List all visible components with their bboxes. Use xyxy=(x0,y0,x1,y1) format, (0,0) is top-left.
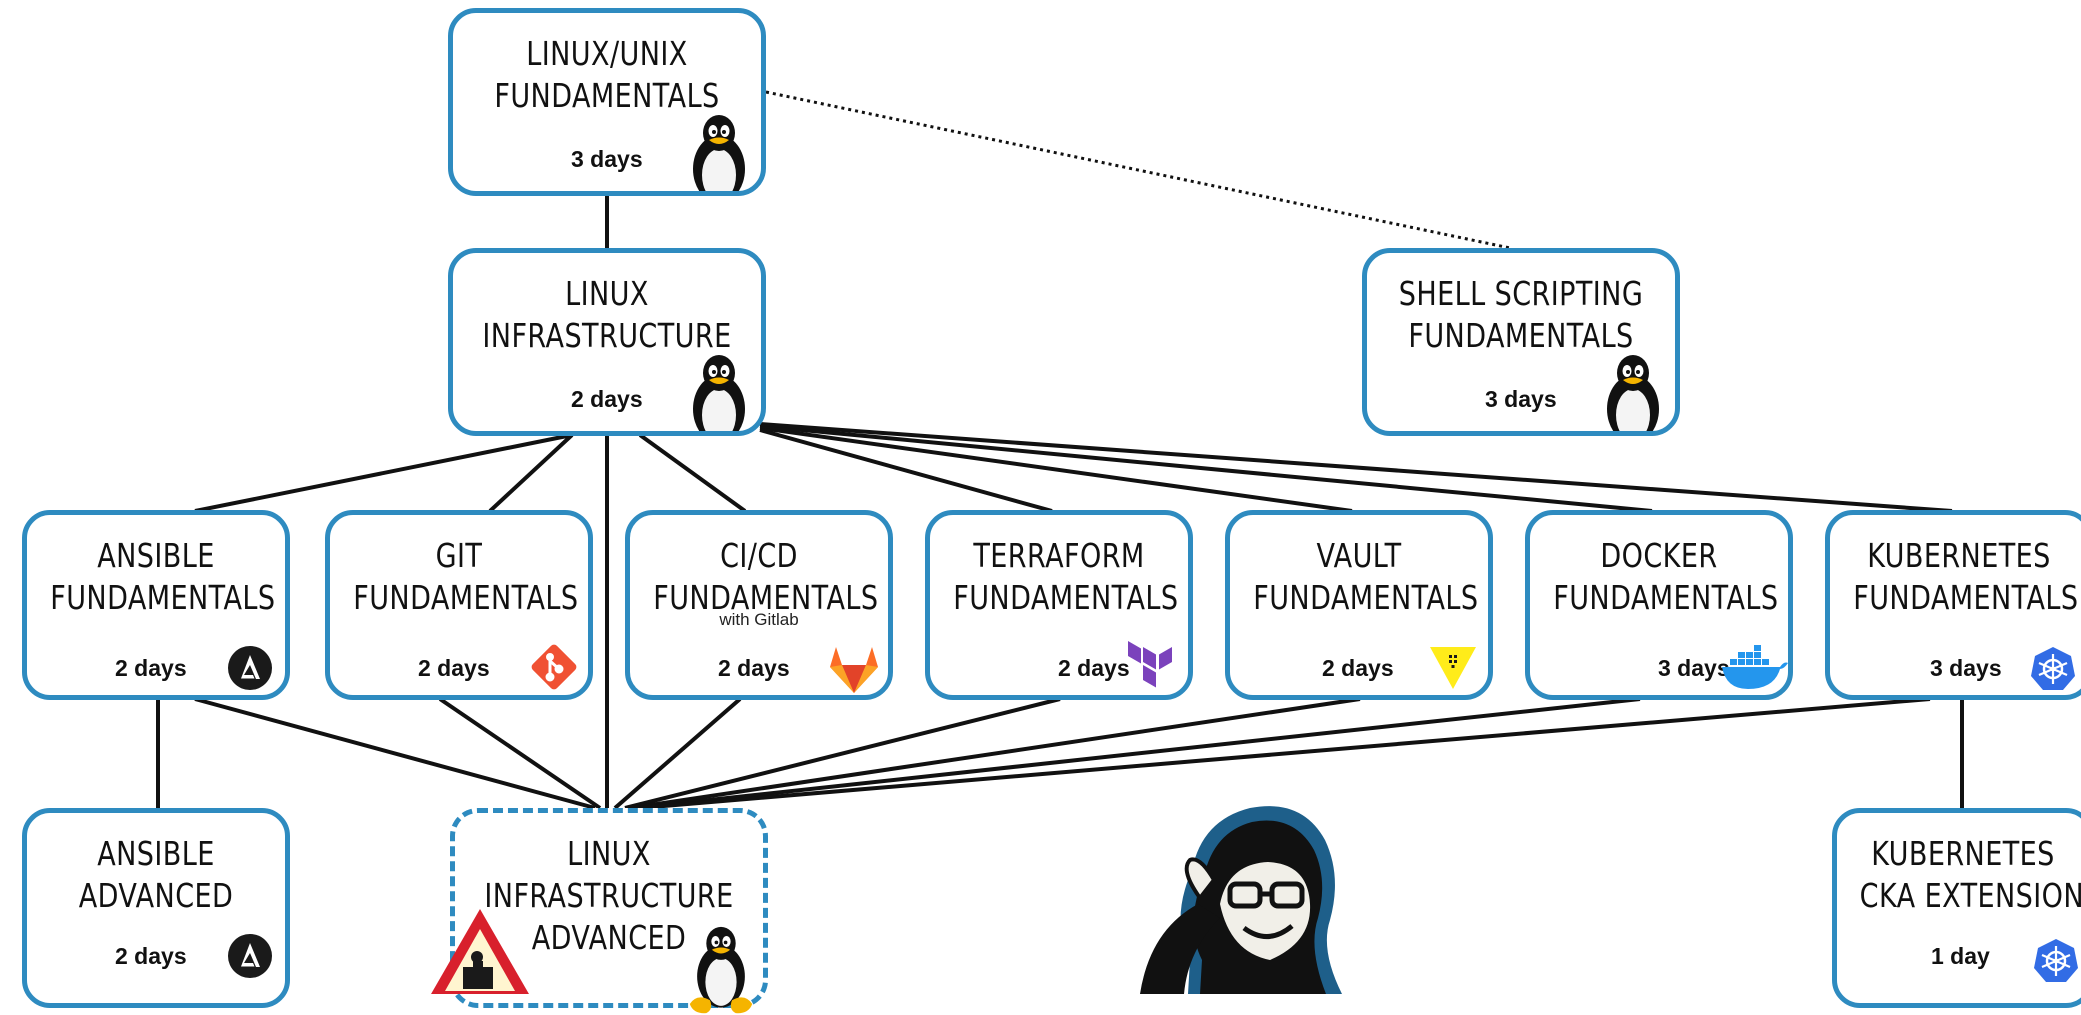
node-duration: 3 days xyxy=(1658,655,1730,681)
node-duration: 3 days xyxy=(1485,386,1557,412)
connector xyxy=(759,422,1953,513)
node-duration: 3 days xyxy=(1930,655,2002,681)
kubernetes-icon xyxy=(2033,937,2079,983)
node-terraform-fundamentals[interactable]: TERRAFORM FUNDAMENTALS 2 days xyxy=(925,510,1193,700)
node-title: CI/CD FUNDAMENTALS xyxy=(653,536,879,617)
node-title: ANSIBLE FUNDAMENTALS xyxy=(50,536,276,617)
node-cicd-fundamentals[interactable]: CI/CD FUNDAMENTALS with Gitlab 2 days xyxy=(625,510,893,700)
node-title: LINUX INFRASTRUCTURE ADVANCED xyxy=(484,834,734,957)
node-title: VAULT FUNDAMENTALS xyxy=(1253,536,1479,617)
node-duration: 2 days xyxy=(1058,655,1130,681)
node-duration: 2 days xyxy=(115,943,187,969)
node-vault-fundamentals[interactable]: VAULT FUNDAMENTALS 2 days xyxy=(1225,510,1493,700)
ansible-icon xyxy=(228,646,272,690)
connector xyxy=(759,426,1353,513)
kubernetes-icon xyxy=(2030,645,2076,691)
tux-penguin-icon xyxy=(681,925,761,1015)
terraform-icon xyxy=(1128,641,1172,688)
node-kubernetes-cka-extension[interactable]: KUBERNETES CKA EXTENSION 1 day xyxy=(1832,808,2081,1008)
connector xyxy=(438,697,602,810)
node-title: SHELL SCRIPTING FUNDAMENTALS xyxy=(1398,274,1644,355)
node-duration: 2 days xyxy=(418,655,490,681)
git-icon xyxy=(531,644,577,690)
node-title: LINUX INFRASTRUCTURE xyxy=(482,274,732,355)
under-construction-icon xyxy=(431,909,529,994)
node-ansible-advanced[interactable]: ANSIBLE ADVANCED 2 days xyxy=(22,808,290,1008)
node-title: ANSIBLE ADVANCED xyxy=(78,834,234,915)
instructor-portrait xyxy=(1140,806,1342,994)
connector xyxy=(624,697,1061,810)
node-linux-unix-fundamentals[interactable]: LINUX/UNIX FUNDAMENTALS 3 days xyxy=(448,8,766,196)
node-title: LINUX/UNIX FUNDAMENTALS xyxy=(494,34,720,115)
node-title: KUBERNETES FUNDAMENTALS xyxy=(1853,536,2079,617)
node-kubernetes-fundamentals[interactable]: KUBERNETES FUNDAMENTALS 3 days xyxy=(1825,510,2081,700)
node-shell-scripting-fundamentals[interactable]: SHELL SCRIPTING FUNDAMENTALS 3 days xyxy=(1362,248,1680,436)
ansible-icon xyxy=(228,934,272,978)
node-git-fundamentals[interactable]: GIT FUNDAMENTALS 2 days xyxy=(325,510,593,700)
connector xyxy=(639,697,1931,810)
connector xyxy=(194,433,573,513)
connector xyxy=(759,424,1653,513)
dotted-connector xyxy=(765,90,1511,250)
connector xyxy=(634,697,1641,810)
gitlab-icon xyxy=(830,647,878,693)
node-ansible-fundamentals[interactable]: ANSIBLE FUNDAMENTALS 2 days xyxy=(22,510,290,700)
connector xyxy=(488,433,574,513)
node-title: TERRAFORM FUNDAMENTALS xyxy=(953,536,1179,617)
node-docker-fundamentals[interactable]: DOCKER FUNDAMENTALS 3 days xyxy=(1525,510,1793,700)
connector-lines xyxy=(156,90,1964,810)
vault-icon xyxy=(1430,647,1476,689)
node-duration: 2 days xyxy=(1322,655,1394,681)
tux-penguin-icon xyxy=(1593,353,1673,436)
tux-penguin-icon xyxy=(679,353,759,436)
node-note: with Gitlab xyxy=(719,610,799,629)
docker-icon xyxy=(1722,645,1788,689)
node-duration: 2 days xyxy=(115,655,187,681)
tux-penguin-icon xyxy=(679,113,759,196)
connector xyxy=(613,697,742,810)
node-title: DOCKER FUNDAMENTALS xyxy=(1553,536,1779,617)
node-duration: 2 days xyxy=(718,655,790,681)
node-duration: 1 day xyxy=(1931,943,1990,969)
connector xyxy=(194,697,596,810)
node-duration: 3 days xyxy=(571,146,643,172)
connector xyxy=(629,697,1361,810)
node-duration: 2 days xyxy=(571,386,643,412)
node-title: GIT FUNDAMENTALS xyxy=(353,536,579,617)
connector xyxy=(759,428,1053,513)
node-title: KUBERNETES CKA EXTENSION xyxy=(1859,834,2081,915)
node-linux-infrastructure[interactable]: LINUX INFRASTRUCTURE 2 days xyxy=(448,248,766,436)
connector xyxy=(638,433,747,513)
